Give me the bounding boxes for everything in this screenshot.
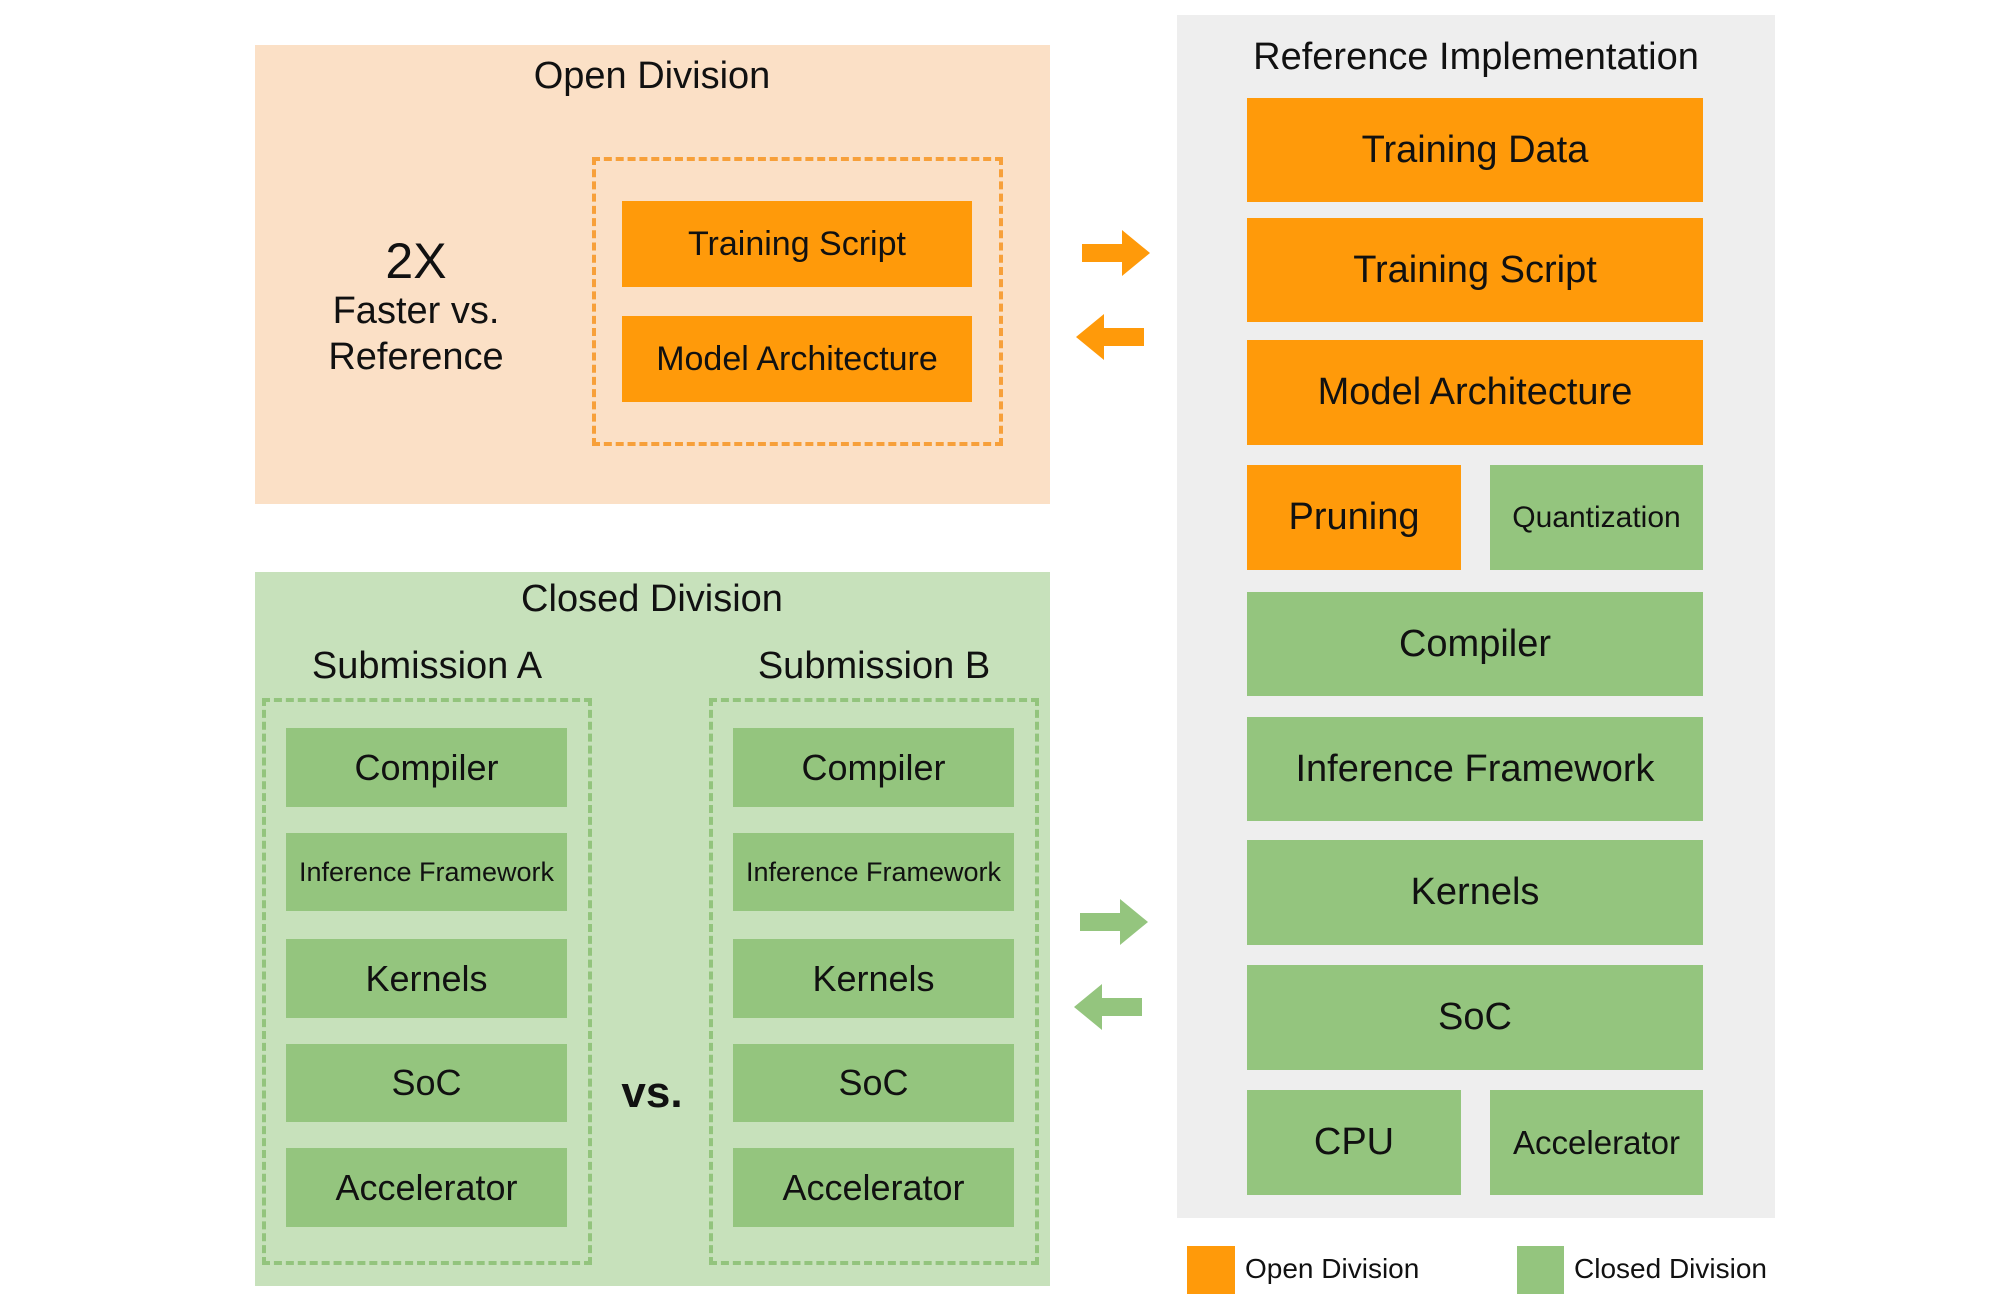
ref-block-soc: SoC	[1247, 965, 1703, 1070]
submission-a-box	[262, 698, 592, 1265]
versus-label: vs.	[621, 1068, 683, 1117]
submission-b-box	[709, 698, 1039, 1265]
ref-block-training-data: Training Data	[1247, 98, 1703, 202]
ref-block-training-script: Training Script	[1247, 218, 1703, 322]
legend-label-closed: Closed Division	[1574, 1253, 1767, 1284]
ref-block-cpu: CPU	[1247, 1090, 1461, 1195]
closed-arrow-right-icon	[1080, 899, 1148, 945]
submission-a-inference-framework: Inference Framework	[286, 833, 567, 911]
ref-block-compiler: Compiler	[1247, 592, 1703, 696]
submission-a-compiler: Compiler	[286, 728, 567, 807]
open-submission-box	[592, 157, 1003, 446]
ref-block-accelerator: Accelerator	[1490, 1090, 1703, 1195]
speedup-line1: Faster vs.	[332, 290, 500, 332]
open-division-title: Open Division	[533, 55, 771, 97]
ref-block-model-architecture: Model Architecture	[1247, 340, 1703, 445]
ref-block-kernels: Kernels	[1247, 840, 1703, 945]
closed-arrow-left-icon	[1074, 984, 1142, 1030]
submission-a-accelerator: Accelerator	[286, 1148, 567, 1227]
submission-b-inference-framework: Inference Framework	[733, 833, 1014, 911]
submission-a-kernels: Kernels	[286, 939, 567, 1018]
submission-a-soc: SoC	[286, 1044, 567, 1122]
speedup-value: 2X	[385, 233, 447, 289]
legend-label-open: Open Division	[1245, 1253, 1420, 1284]
ref-block-pruning: Pruning	[1247, 465, 1461, 570]
submission-b-title: Submission B	[757, 645, 991, 687]
legend-swatch-closed	[1517, 1246, 1564, 1294]
open-arrow-right-icon	[1082, 230, 1150, 276]
submission-b-compiler: Compiler	[733, 728, 1014, 807]
legend-swatch-open	[1187, 1246, 1235, 1294]
submission-a-title: Submission A	[311, 645, 543, 687]
open-block-training-script: Training Script	[622, 201, 972, 287]
submission-b-accelerator: Accelerator	[733, 1148, 1014, 1227]
submission-b-soc: SoC	[733, 1044, 1014, 1122]
open-arrow-left-icon	[1076, 314, 1144, 360]
closed-division-title: Closed Division	[521, 578, 783, 620]
ref-block-quantization: Quantization	[1490, 465, 1703, 570]
open-block-model-architecture: Model Architecture	[622, 316, 972, 402]
submission-b-kernels: Kernels	[733, 939, 1014, 1018]
speedup-line2: Reference	[328, 336, 504, 378]
ref-block-inference-framework: Inference Framework	[1247, 717, 1703, 821]
reference-title: Reference Implementation	[1253, 36, 1699, 78]
